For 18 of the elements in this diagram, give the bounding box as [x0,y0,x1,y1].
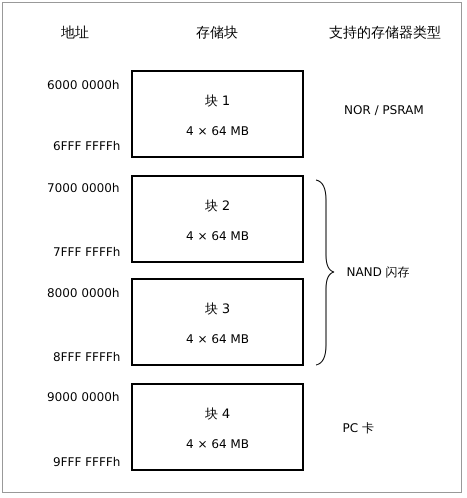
memory-type-label: PC 卡 [342,420,374,437]
memory-type-label: NAND 闪存 [346,264,410,281]
address-label: 6000 0000h [47,78,120,92]
column-header: 存储块 [196,24,238,42]
address-label: 9000 0000h [47,390,120,404]
address-label: 8FFF FFFFh [53,350,120,364]
memory-block-box: 块 3 4 × 64 MB [131,278,304,366]
column-header: 地址 [61,24,89,42]
memory-type-label: NOR / PSRAM [344,103,424,117]
address-label: 6FFF FFFFh [53,139,120,153]
memory-block-box: 块 4 4 × 64 MB [131,383,304,471]
memory-block-box: 块 2 4 × 64 MB [131,175,304,263]
column-header: 支持的存储器类型 [329,24,441,42]
address-label: 7000 0000h [47,181,120,195]
memory-block-box: 块 1 4 × 64 MB [131,70,304,158]
address-label: 9FFF FFFFh [53,455,120,469]
address-label: 7FFF FFFFh [53,245,120,259]
address-label: 8000 0000h [47,286,120,300]
